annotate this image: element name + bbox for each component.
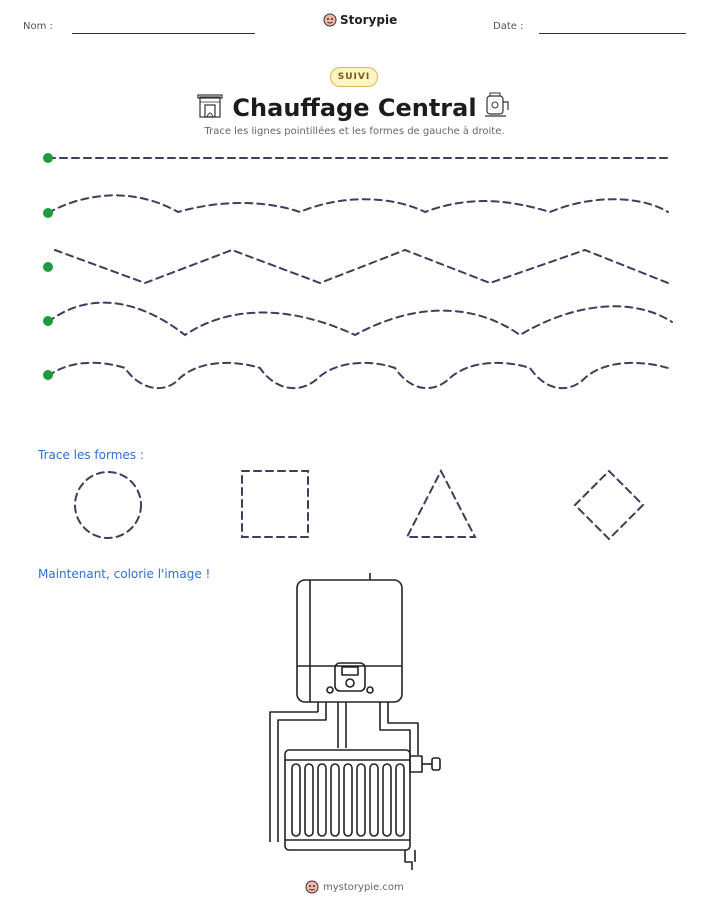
storypie-logo-icon — [305, 880, 319, 894]
tracing-lines[interactable] — [0, 140, 709, 400]
brand-name: Storypie — [340, 13, 398, 27]
footer: mystorypie.com — [305, 880, 405, 894]
trace-shape-square — [241, 470, 309, 538]
trace-start-dot-5 — [43, 370, 53, 380]
trace-line-wave-2 — [47, 301, 673, 337]
fireplace-icon — [197, 94, 223, 118]
trace-start-dot-2 — [43, 208, 53, 218]
tracing-shapes[interactable] — [0, 460, 709, 550]
instructions: Trace les lignes pointillées et les form… — [204, 126, 505, 137]
brand-logo: Storypie — [323, 13, 397, 27]
name-line[interactable] — [72, 33, 255, 34]
trace-line-wave-1 — [47, 194, 669, 214]
trace-shape-circle — [74, 471, 142, 539]
trace-shape-triangle — [405, 468, 477, 538]
storypie-logo-icon — [323, 13, 337, 27]
date-line[interactable] — [539, 33, 686, 34]
color-label: Maintenant, colorie l'image ! — [38, 567, 211, 581]
trace-shape-diamond — [573, 469, 645, 541]
trace-line-zigzag — [54, 248, 669, 285]
name-label: Nom : — [23, 21, 53, 32]
date-label: Date : — [493, 21, 524, 32]
level-badge: SUIVI — [330, 67, 378, 87]
coloring-illustration[interactable] — [260, 570, 450, 870]
page-title: Chauffage Central — [232, 94, 477, 122]
water-heater-icon — [485, 92, 509, 117]
footer-url[interactable]: mystorypie.com — [323, 881, 404, 893]
boiler-body — [296, 579, 403, 703]
shapes-label: Trace les formes : — [38, 448, 144, 462]
trace-start-dot-4 — [43, 316, 53, 326]
trace-start-dot-3 — [43, 262, 53, 272]
trace-line-wave-3 — [47, 361, 669, 390]
trace-start-dot-1 — [43, 153, 53, 163]
radiator-body — [284, 749, 411, 851]
